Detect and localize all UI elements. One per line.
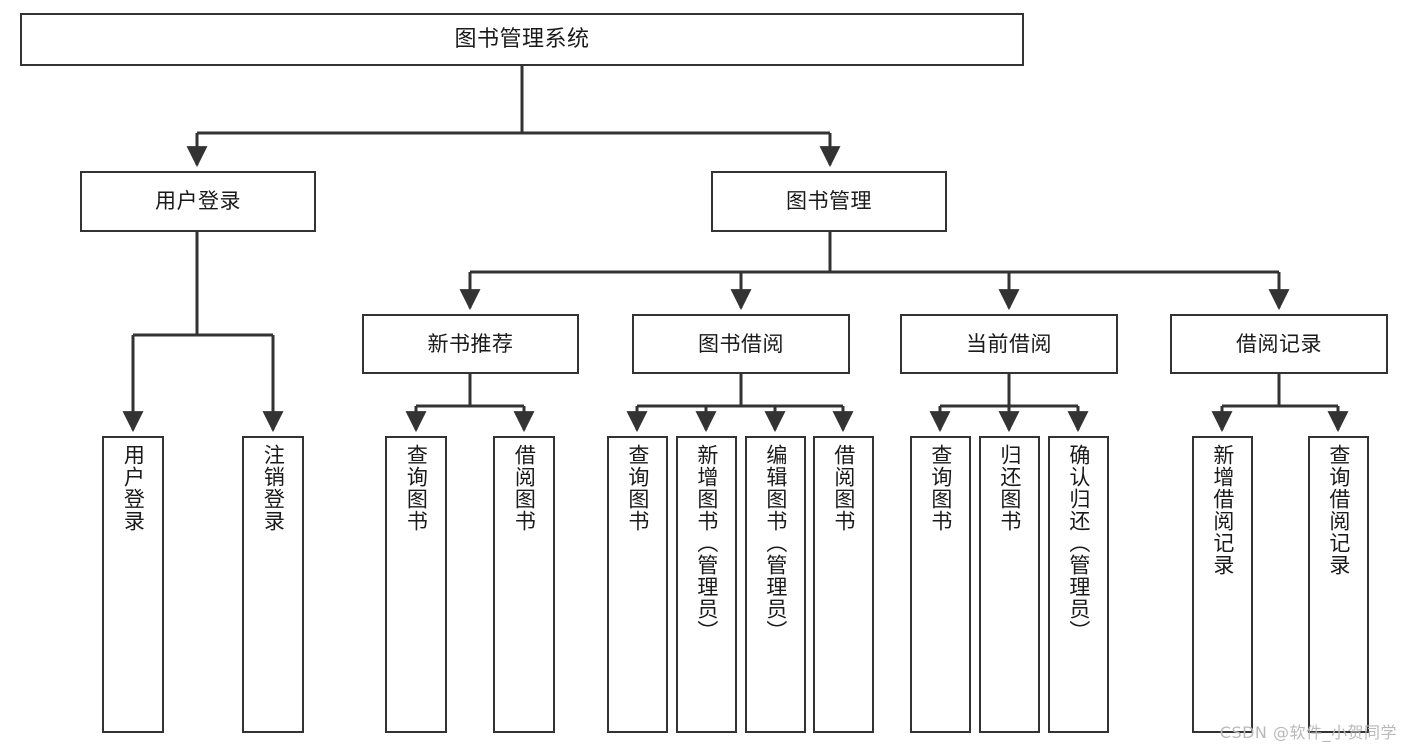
node-current-borrow-label: 当前借阅: [966, 331, 1052, 356]
node-leaf-query-book-1[interactable]: 查询图书: [385, 436, 447, 733]
node-leaf-return-book-label: 归还图书: [997, 444, 1022, 532]
node-leaf-add-borrow-record[interactable]: 新增借阅记录: [1192, 436, 1253, 733]
node-leaf-user-logout[interactable]: 注销登录: [242, 436, 304, 733]
node-leaf-edit-book-admin[interactable]: 编辑图书（管理员）: [745, 436, 806, 733]
node-leaf-borrow-book-2[interactable]: 借阅图书: [813, 436, 874, 733]
node-user-login[interactable]: 用户登录: [80, 171, 316, 232]
node-root-label: 图书管理系统: [454, 26, 590, 52]
node-leaf-query-borrow-record[interactable]: 查询借阅记录: [1308, 436, 1369, 733]
node-book-borrow[interactable]: 图书借阅: [632, 314, 850, 374]
node-book-borrow-label: 图书借阅: [698, 331, 784, 356]
node-root[interactable]: 图书管理系统: [20, 13, 1024, 66]
node-leaf-confirm-return-admin-label: 确认归还（管理员）: [1066, 444, 1091, 642]
node-leaf-user-login[interactable]: 用户登录: [102, 436, 164, 733]
node-leaf-borrow-book-1[interactable]: 借阅图书: [493, 436, 555, 733]
node-leaf-edit-book-admin-label: 编辑图书（管理员）: [763, 444, 788, 642]
node-leaf-return-book[interactable]: 归还图书: [979, 436, 1040, 733]
node-borrow-record[interactable]: 借阅记录: [1170, 314, 1388, 374]
node-leaf-add-book-admin-label: 新增图书（管理员）: [694, 444, 719, 642]
node-leaf-borrow-book-1-label: 借阅图书: [512, 444, 537, 532]
node-leaf-add-borrow-record-label: 新增借阅记录: [1210, 444, 1235, 576]
node-leaf-user-logout-label: 注销登录: [261, 444, 286, 532]
node-leaf-borrow-book-2-label: 借阅图书: [831, 444, 856, 532]
node-leaf-add-book-admin[interactable]: 新增图书（管理员）: [676, 436, 737, 733]
node-leaf-query-book-1-label: 查询图书: [404, 444, 429, 532]
node-leaf-query-borrow-record-label: 查询借阅记录: [1326, 444, 1351, 576]
node-leaf-query-book-3[interactable]: 查询图书: [910, 436, 971, 733]
node-leaf-user-login-label: 用户登录: [121, 444, 146, 532]
node-current-borrow[interactable]: 当前借阅: [900, 314, 1118, 374]
node-new-book-recommend-label: 新书推荐: [427, 331, 514, 356]
node-book-manage[interactable]: 图书管理: [711, 171, 947, 232]
node-leaf-query-book-3-label: 查询图书: [928, 444, 953, 532]
node-borrow-record-label: 借阅记录: [1236, 331, 1322, 356]
node-leaf-query-book-2[interactable]: 查询图书: [607, 436, 668, 733]
node-leaf-confirm-return-admin[interactable]: 确认归还（管理员）: [1048, 436, 1109, 733]
node-new-book-recommend[interactable]: 新书推荐: [362, 314, 579, 374]
node-book-manage-label: 图书管理: [786, 189, 872, 214]
node-leaf-query-book-2-label: 查询图书: [625, 444, 650, 532]
node-user-login-label: 用户登录: [155, 189, 241, 214]
